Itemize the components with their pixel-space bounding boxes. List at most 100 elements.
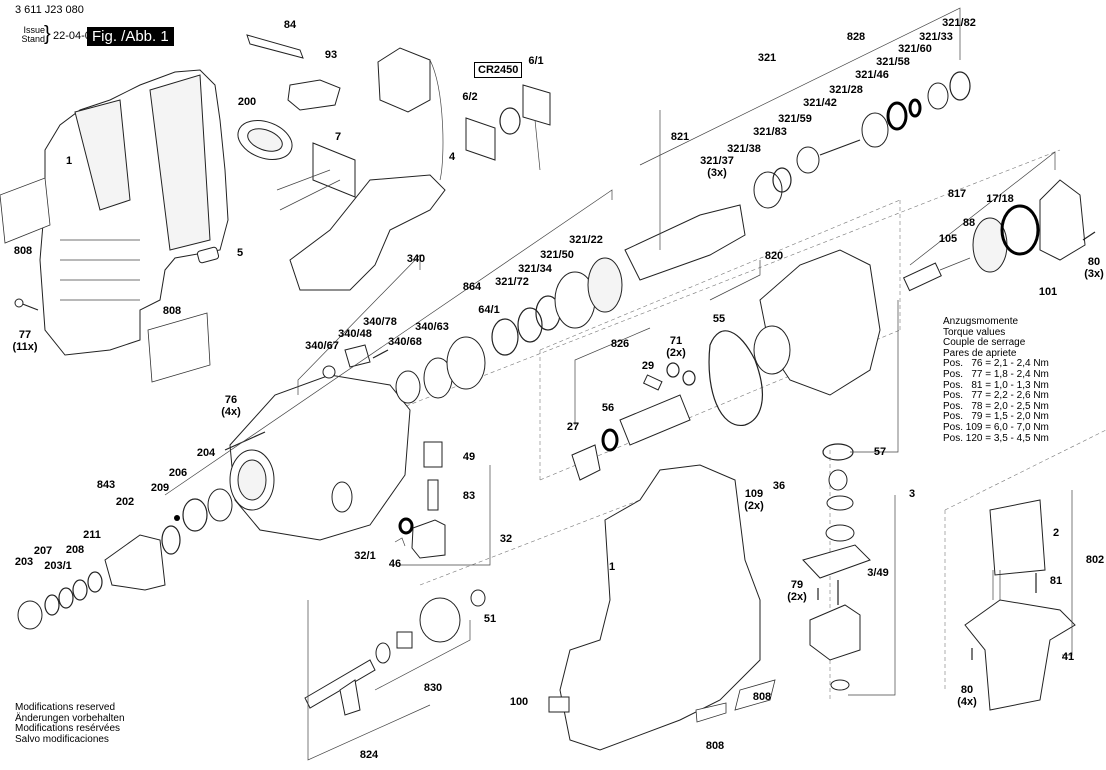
- issue-stand-labels: Issue Stand: [15, 26, 45, 44]
- stator-part: [989, 499, 1046, 576]
- torque-row: Pos. 120 = 3,5 - 4,5 Nm: [943, 432, 1049, 444]
- bevel-gear-part: [587, 257, 623, 313]
- part-label: 843: [96, 479, 116, 491]
- o-ring-part: [886, 101, 908, 131]
- part-label: 802: [1085, 554, 1105, 566]
- part-label: 340/68: [388, 336, 422, 348]
- part-label: 340/48: [338, 328, 372, 340]
- part-label: 321/38: [727, 143, 761, 155]
- part-label: 57: [873, 446, 887, 458]
- screw-part: [224, 431, 266, 451]
- part-label: 828: [846, 31, 866, 43]
- part-label: 207: [33, 545, 53, 557]
- o-ring-part: [601, 428, 619, 452]
- piston-part: [796, 146, 820, 174]
- part-label: 2: [1052, 527, 1060, 539]
- part-label: 321/82: [942, 17, 976, 29]
- retaining-ring-part: [949, 71, 971, 101]
- chuck-sleeve-part: [104, 534, 166, 591]
- part-label: 55: [712, 313, 726, 325]
- locking-sleeve-part: [753, 171, 783, 209]
- part-label: 808: [162, 305, 182, 317]
- torque-row: Pos. 81 = 1,0 - 1,3 Nm: [943, 379, 1049, 391]
- note-line: Modifications reserved: [15, 702, 116, 713]
- switch-cover-part: [246, 34, 304, 59]
- part-label: 81: [1049, 575, 1063, 587]
- part-label: 321/50: [540, 249, 574, 261]
- shaft-seal-part: [395, 370, 421, 404]
- part-label: 6/1: [528, 55, 544, 67]
- part-label: 77(11x): [12, 329, 38, 353]
- part-label: 340/63: [415, 321, 449, 333]
- part-label: 808: [705, 740, 725, 752]
- issue-date: 22-04-07: [53, 30, 98, 42]
- part-label: 93: [324, 49, 338, 61]
- part-label: 17/18: [986, 193, 1014, 205]
- holder-part: [339, 679, 361, 716]
- electronics-module-part: [289, 174, 446, 291]
- part-label: 105: [938, 233, 958, 245]
- part-label: 1: [65, 155, 73, 167]
- part-label: 4: [448, 151, 456, 163]
- label-sticker: [147, 312, 211, 383]
- figure-title: Fig. /Abb. 1: [87, 27, 174, 46]
- part-label: 3: [908, 488, 916, 500]
- torque-title-en: Torque values: [943, 326, 1006, 338]
- spring-part: [427, 479, 439, 511]
- seal-part: [927, 82, 949, 110]
- part-label: 321/42: [803, 97, 837, 109]
- part-label: 100: [509, 696, 529, 708]
- torque-title-es: Pares de apriete: [943, 347, 1017, 359]
- bracket-part: [344, 344, 371, 368]
- part-label: 824: [359, 749, 379, 761]
- spring-part: [196, 246, 220, 264]
- document-number: 3 611 J23 080: [15, 4, 84, 16]
- label-sticker: [734, 679, 776, 711]
- part-label: 80(4x): [957, 684, 977, 708]
- cover-plate-part: [465, 117, 496, 161]
- bearing-part: [830, 679, 850, 691]
- part-label: 3/49: [867, 567, 889, 579]
- part-label: 211: [83, 529, 101, 541]
- part-label: 101: [1038, 286, 1058, 298]
- note-line: Salvo modificaciones: [15, 733, 109, 745]
- led-part: [548, 696, 570, 713]
- switch-module-part: [377, 47, 431, 113]
- part-label: 203/1: [44, 560, 72, 572]
- snap-ring-part: [822, 443, 854, 461]
- torque-row: Pos. 77 = 2,2 - 2,6 Nm: [943, 390, 1049, 402]
- piston-cylinder-part: [619, 394, 691, 446]
- note-line: Änderungen vorbehalten: [15, 712, 125, 724]
- spring-ring-part: [207, 488, 233, 522]
- part-label: 208: [65, 544, 85, 556]
- part-label: 49: [462, 451, 476, 463]
- part-label: 864: [462, 281, 482, 293]
- part-label: 109(2x): [744, 488, 764, 512]
- gearbox-housing-part: [229, 374, 411, 541]
- torque-row: Pos. 78 = 2,0 - 2,5 Nm: [943, 400, 1049, 412]
- clutch-part: [419, 597, 461, 643]
- part-label: 808: [752, 691, 772, 703]
- snap-ring-part: [491, 318, 519, 356]
- part-label: 76(4x): [221, 394, 241, 418]
- torque-title-fr: Couple de serrage: [943, 337, 1026, 349]
- leader-lines: [164, 7, 1073, 761]
- part-label: 321/46: [855, 69, 889, 81]
- pin-part: [642, 374, 663, 391]
- part-label: 80(3x): [1084, 256, 1104, 280]
- part-label: 200: [237, 96, 257, 108]
- housing-right-half: [559, 464, 761, 751]
- part-label: 340: [406, 253, 426, 265]
- o-ring-part: [398, 517, 414, 535]
- part-label: 321/60: [898, 43, 932, 55]
- housing-left-half: [39, 69, 229, 356]
- part-label: 64/1: [478, 304, 500, 316]
- ball-part: [174, 515, 180, 521]
- fan-part: [825, 524, 855, 542]
- part-label: 321/33: [919, 31, 953, 43]
- stand-label: Stand: [21, 34, 45, 44]
- baffle-plate-part: [802, 544, 871, 579]
- intermediate-shaft-part: [304, 659, 376, 709]
- torque-row: Pos. 77 = 1,8 - 2,4 Nm: [943, 368, 1049, 380]
- part-label: 88: [962, 217, 976, 229]
